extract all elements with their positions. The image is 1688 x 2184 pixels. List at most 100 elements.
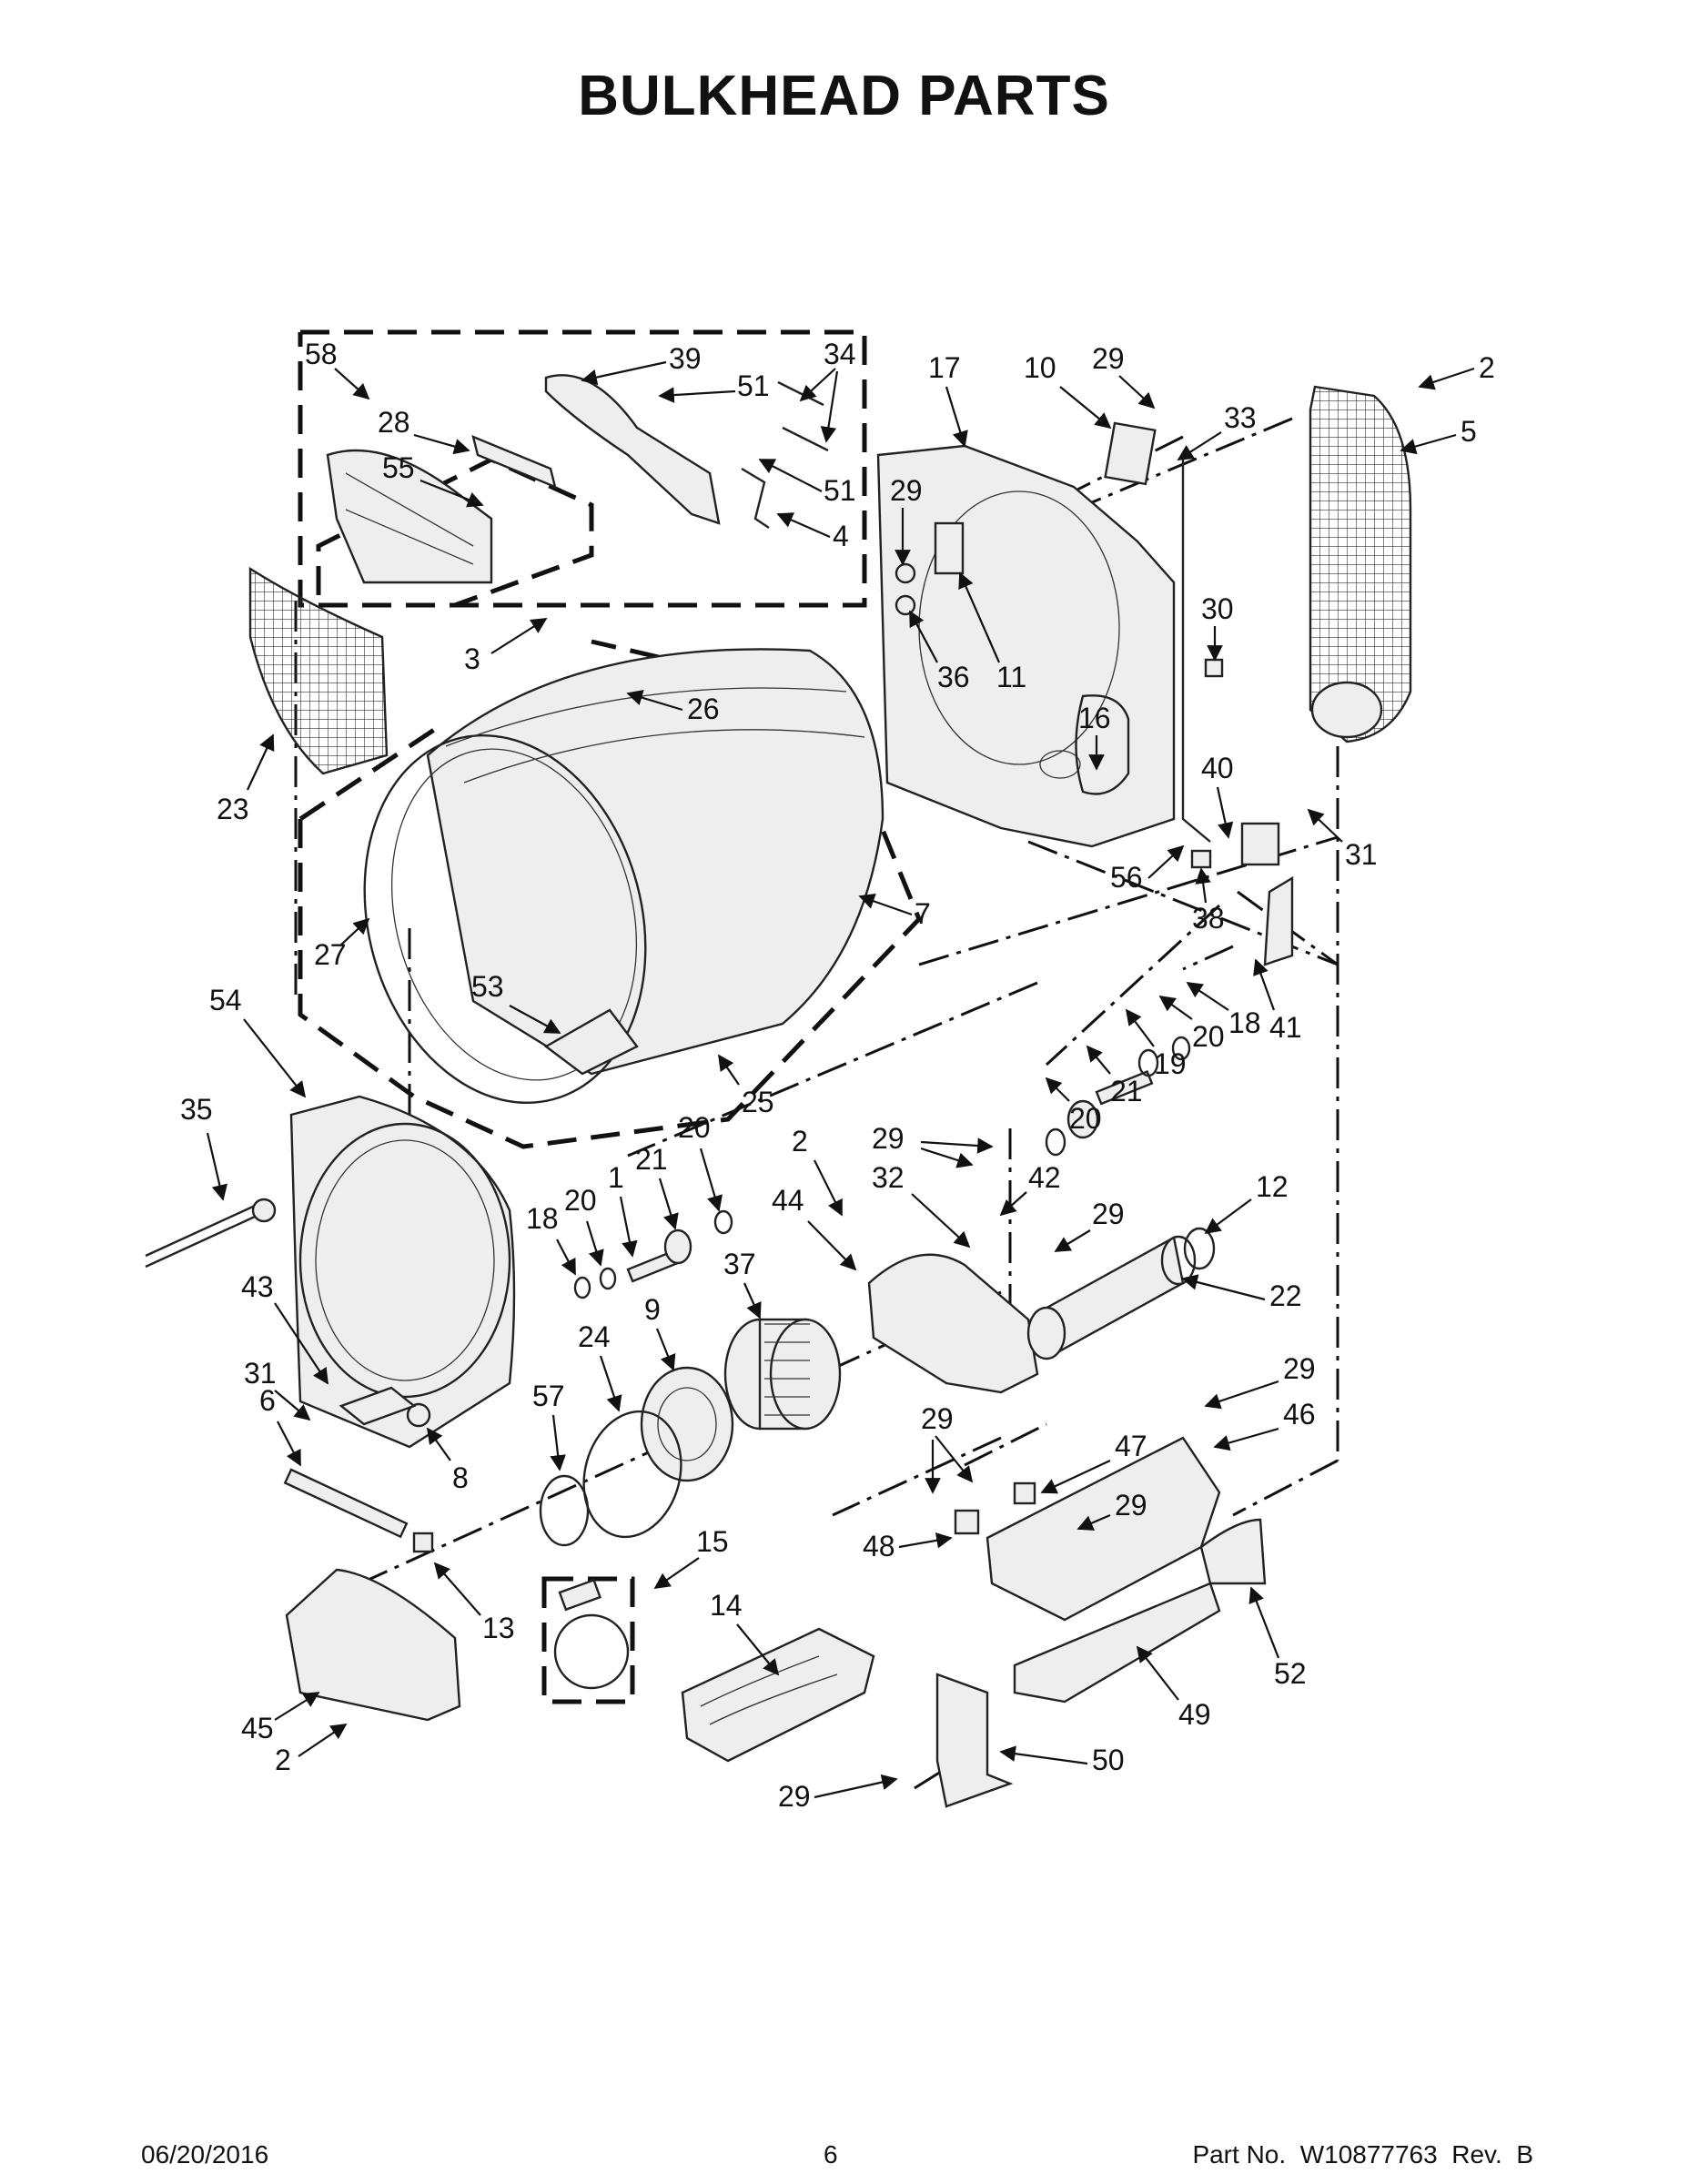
parts (145, 374, 1412, 1808)
svg-text:44: 44 (772, 1184, 804, 1217)
svg-text:36: 36 (937, 661, 970, 693)
callout-1: 1 (608, 1161, 638, 1258)
svg-text:47: 47 (1115, 1430, 1147, 1462)
callout-15: 15 (653, 1525, 729, 1589)
svg-text:56: 56 (1110, 861, 1143, 894)
callout-20d: 20 (564, 1184, 604, 1267)
callout-5: 5 (1400, 415, 1477, 455)
callout-39: 39 (581, 342, 702, 386)
callout-32: 32 (872, 1161, 971, 1249)
callout-26: 26 (626, 690, 720, 725)
callout-58: 58 (305, 338, 370, 400)
svg-text:23: 23 (217, 793, 249, 825)
svg-text:19: 19 (1154, 1047, 1187, 1080)
svg-text:20: 20 (564, 1184, 597, 1217)
callout-51a: 51 (658, 369, 770, 403)
svg-text:29: 29 (1115, 1489, 1147, 1522)
svg-text:48: 48 (863, 1530, 895, 1562)
svg-text:16: 16 (1078, 702, 1111, 734)
svg-text:18: 18 (526, 1202, 559, 1235)
svg-text:18: 18 (1228, 1006, 1261, 1039)
callout-20c: 20 (678, 1111, 723, 1212)
callout-29d: 29 (1054, 1198, 1125, 1252)
callout-21b: 21 (635, 1143, 679, 1230)
svg-text:20: 20 (1069, 1102, 1102, 1135)
callout-45: 45 (241, 1692, 320, 1744)
callout-17: 17 (928, 351, 968, 448)
callout-56: 56 (1110, 844, 1185, 894)
svg-text:28: 28 (378, 406, 410, 439)
callout-6: 6 (259, 1384, 301, 1467)
lint-housing (326, 449, 493, 584)
callout-34: 34 (799, 338, 856, 443)
svg-text:3: 3 (464, 642, 480, 675)
svg-text:11: 11 (996, 661, 1026, 693)
callout-16: 16 (1078, 702, 1111, 771)
callout-43: 43 (241, 1270, 329, 1385)
callout-13: 13 (433, 1562, 515, 1644)
svg-text:21: 21 (1110, 1075, 1143, 1107)
rear-duct (1309, 385, 1412, 743)
svg-text:29: 29 (778, 1780, 811, 1813)
drum (363, 648, 884, 1104)
callout-41: 41 (1253, 958, 1302, 1044)
svg-text:7: 7 (915, 897, 931, 930)
svg-text:1: 1 (608, 1161, 624, 1194)
callout-29b: 29 (890, 474, 923, 566)
svg-text:20: 20 (678, 1111, 711, 1144)
callout-9: 9 (644, 1293, 676, 1371)
base-channel (986, 1436, 1221, 1622)
svg-text:10: 10 (1024, 351, 1056, 384)
svg-text:40: 40 (1201, 752, 1234, 784)
callout-11: 11 (958, 571, 1026, 693)
callout-2c: 2 (275, 1724, 348, 1776)
svg-text:24: 24 (578, 1320, 611, 1353)
svg-text:58: 58 (305, 338, 338, 370)
svg-text:34: 34 (824, 338, 856, 370)
callout-7: 7 (858, 893, 931, 930)
callout-50: 50 (999, 1744, 1125, 1776)
callout-24: 24 (578, 1320, 622, 1412)
svg-text:4: 4 (833, 520, 849, 552)
callout-30: 30 (1201, 592, 1234, 662)
svg-text:37: 37 (723, 1248, 756, 1280)
svg-text:51: 51 (737, 369, 770, 402)
callout-44: 44 (772, 1184, 857, 1271)
callout-10: 10 (1024, 351, 1112, 430)
svg-text:57: 57 (532, 1380, 565, 1412)
callout-2a: 2 (1418, 351, 1495, 390)
callout-19: 19 (1125, 1008, 1187, 1080)
svg-text:33: 33 (1224, 401, 1257, 434)
svg-text:52: 52 (1274, 1657, 1307, 1690)
blower-housing (867, 1253, 1039, 1394)
callout-22: 22 (1181, 1274, 1302, 1312)
callout-29f: 29 (921, 1402, 974, 1494)
callout-51b: 51 (758, 459, 856, 507)
front-duct (285, 1568, 461, 1722)
svg-text:22: 22 (1269, 1279, 1302, 1312)
svg-text:12: 12 (1256, 1170, 1289, 1203)
svg-text:45: 45 (241, 1712, 274, 1744)
svg-text:17: 17 (928, 351, 961, 384)
callout-35: 35 (180, 1093, 227, 1201)
callout-55: 55 (382, 451, 484, 508)
svg-text:29: 29 (872, 1122, 905, 1155)
svg-text:41: 41 (1269, 1011, 1302, 1044)
svg-text:21: 21 (635, 1143, 668, 1176)
rear-bulkhead (876, 444, 1176, 848)
callout-33: 33 (1177, 401, 1257, 460)
callouts: 58 39 34 28 51 55 51 4 3 17 10 29 2 33 5… (180, 338, 1495, 1813)
heater-duct (1026, 1227, 1216, 1360)
blower-wheel (723, 1318, 842, 1431)
callout-14: 14 (710, 1589, 780, 1676)
svg-text:53: 53 (471, 970, 504, 1003)
svg-text:30: 30 (1201, 592, 1234, 625)
callout-42: 42 (999, 1161, 1061, 1217)
svg-text:29: 29 (890, 474, 923, 507)
footer-page-number: 6 (824, 2140, 838, 2169)
svg-text:25: 25 (742, 1086, 774, 1118)
callout-18a: 18 (1186, 982, 1261, 1039)
callout-38: 38 (1192, 867, 1225, 935)
svg-text:55: 55 (382, 451, 415, 484)
callout-21a: 21 (1086, 1045, 1143, 1107)
